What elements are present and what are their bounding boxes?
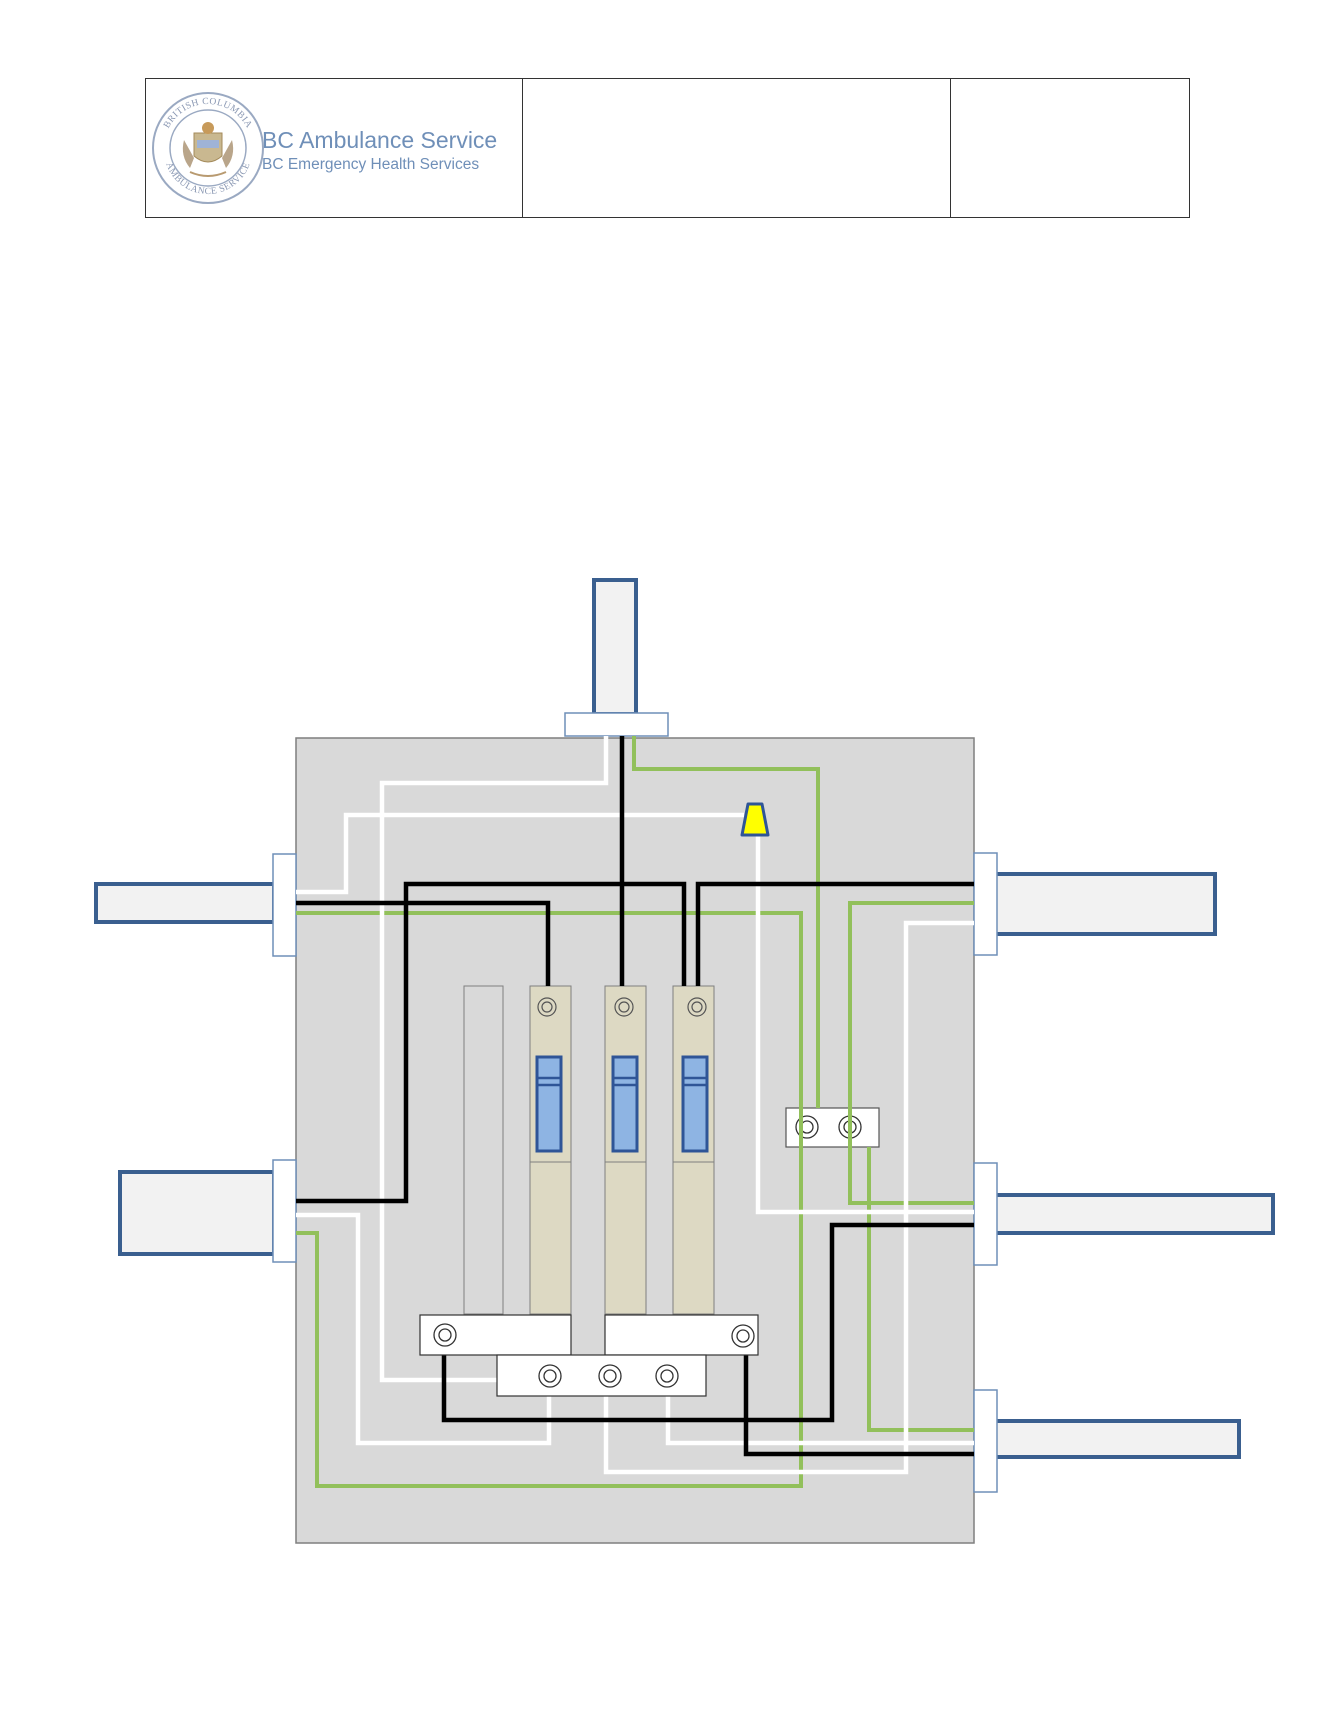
- wire-nut-icon: [740, 802, 770, 837]
- connector-right-1: [973, 852, 998, 956]
- conduit-left-lower: [118, 1170, 276, 1256]
- neutral-terminal-3: [655, 1364, 679, 1388]
- breaker-1-toggle[interactable]: [535, 1055, 563, 1153]
- svg-text:AMBULANCE SERVICE: AMBULANCE SERVICE: [163, 161, 252, 197]
- neutral-wires: [296, 736, 974, 1475]
- neutral-bar-bottom: [496, 1354, 707, 1397]
- bc-ambulance-seal-icon: BRITISH COLUMBIA AMBULANCE SERVICE: [152, 92, 264, 204]
- conduit-top: [592, 578, 638, 716]
- seal-text-bottom: AMBULANCE SERVICE: [163, 161, 252, 197]
- conduit-right-3: [993, 1419, 1241, 1459]
- blank-breaker-slot: [463, 985, 504, 1315]
- neutral-terminal-1: [538, 1364, 562, 1388]
- logo: BRITISH COLUMBIA AMBULANCE SERVICE BC Am…: [146, 79, 522, 217]
- ground-terminal-1: [795, 1115, 819, 1139]
- neutral-bar-right: [604, 1314, 759, 1356]
- conduit-right-1: [993, 872, 1217, 936]
- breaker-3: [672, 985, 715, 1315]
- header-middle-cell: [522, 78, 951, 218]
- ground-wires: [296, 736, 974, 1488]
- connector-right-3: [973, 1389, 998, 1493]
- org-name: BC Ambulance Service: [262, 127, 498, 153]
- header-table: BRITISH COLUMBIA AMBULANCE SERVICE BC Am…: [145, 78, 1190, 218]
- hot-wires: [296, 736, 974, 1457]
- header-right-cell: [950, 78, 1190, 218]
- conduit-left-upper: [94, 882, 276, 924]
- neutral-terminal-2: [598, 1364, 622, 1388]
- breaker-3-toggle[interactable]: [681, 1055, 709, 1153]
- connector-right-2: [973, 1162, 998, 1266]
- breaker-2-toggle[interactable]: [611, 1055, 639, 1153]
- conduit-right-2: [993, 1193, 1275, 1235]
- neutral-bar-left: [419, 1314, 572, 1356]
- logo-cell: BRITISH COLUMBIA AMBULANCE SERVICE BC Am…: [145, 78, 523, 218]
- connector-top: [564, 712, 669, 737]
- breaker-2: [604, 985, 647, 1315]
- connector-left-upper: [272, 853, 297, 957]
- connector-left-lower: [272, 1159, 297, 1263]
- breaker-1: [529, 985, 572, 1315]
- org-subtitle: BC Emergency Health Services: [262, 156, 480, 173]
